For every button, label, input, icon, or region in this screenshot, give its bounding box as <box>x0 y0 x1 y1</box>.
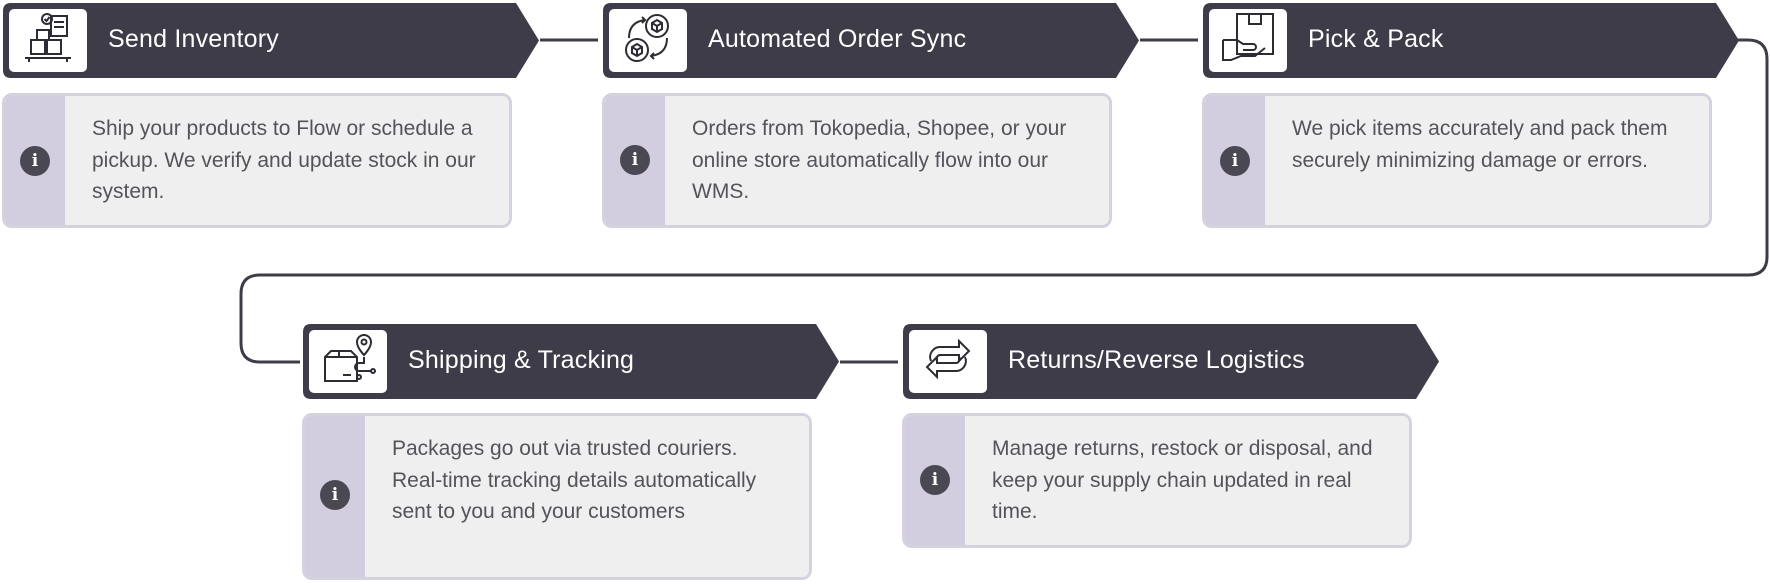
card-body: Ship your products to Flow or schedule a… <box>65 96 509 225</box>
step-description: Ship your products to Flow or schedule a… <box>92 117 476 203</box>
icon-container <box>9 9 87 72</box>
shipping-location-icon <box>317 331 379 392</box>
step-banner <box>1202 2 1740 79</box>
icon-container <box>609 9 687 72</box>
hand-package-icon <box>1217 10 1279 71</box>
step-description-card: i Packages go out via trusted couriers. … <box>302 413 812 580</box>
step-banner <box>302 323 840 400</box>
step-title: Pick & Pack <box>1308 25 1444 53</box>
info-icon: i <box>920 465 950 495</box>
info-icon: i <box>1220 146 1250 176</box>
step-description-card: i We pick items accurately and pack them… <box>1202 93 1712 228</box>
step-description-card: i Ship your products to Flow or schedule… <box>2 93 512 228</box>
icon-container <box>1209 9 1287 72</box>
step-title: Shipping & Tracking <box>408 346 635 374</box>
info-icon: i <box>20 146 50 176</box>
card-body: Packages go out via trusted couriers. Re… <box>365 416 809 577</box>
card-body: We pick items accurately and pack them s… <box>1265 96 1709 225</box>
step-banner <box>2 2 540 79</box>
info-icon: i <box>620 145 650 175</box>
step-description-card: i Manage returns, restock or disposal, a… <box>902 413 1412 548</box>
step-title: Automated Order Sync <box>708 25 967 53</box>
returns-arrows-icon <box>917 331 979 392</box>
card-body: Manage returns, restock or disposal, and… <box>965 416 1409 545</box>
step-title: Returns/Reverse Logistics <box>1008 346 1305 374</box>
step-banner <box>602 2 1140 79</box>
step-description: Manage returns, restock or disposal, and… <box>992 437 1373 523</box>
step-description: Packages go out via trusted couriers. Re… <box>392 437 757 523</box>
step-title: Send Inventory <box>108 25 279 53</box>
inventory-boxes-icon <box>17 10 79 71</box>
connector-3-4 <box>239 38 1769 364</box>
icon-container <box>309 330 387 393</box>
info-icon: i <box>320 480 350 510</box>
step-description: We pick items accurately and pack them s… <box>1292 117 1668 172</box>
step-description: Orders from Tokopedia, Shopee, or your o… <box>692 117 1067 203</box>
card-body: Orders from Tokopedia, Shopee, or your o… <box>665 96 1109 225</box>
step-description-card: i Orders from Tokopedia, Shopee, or your… <box>602 93 1112 228</box>
step-banner <box>902 323 1440 400</box>
order-sync-icon <box>617 10 679 71</box>
icon-container <box>909 330 987 393</box>
